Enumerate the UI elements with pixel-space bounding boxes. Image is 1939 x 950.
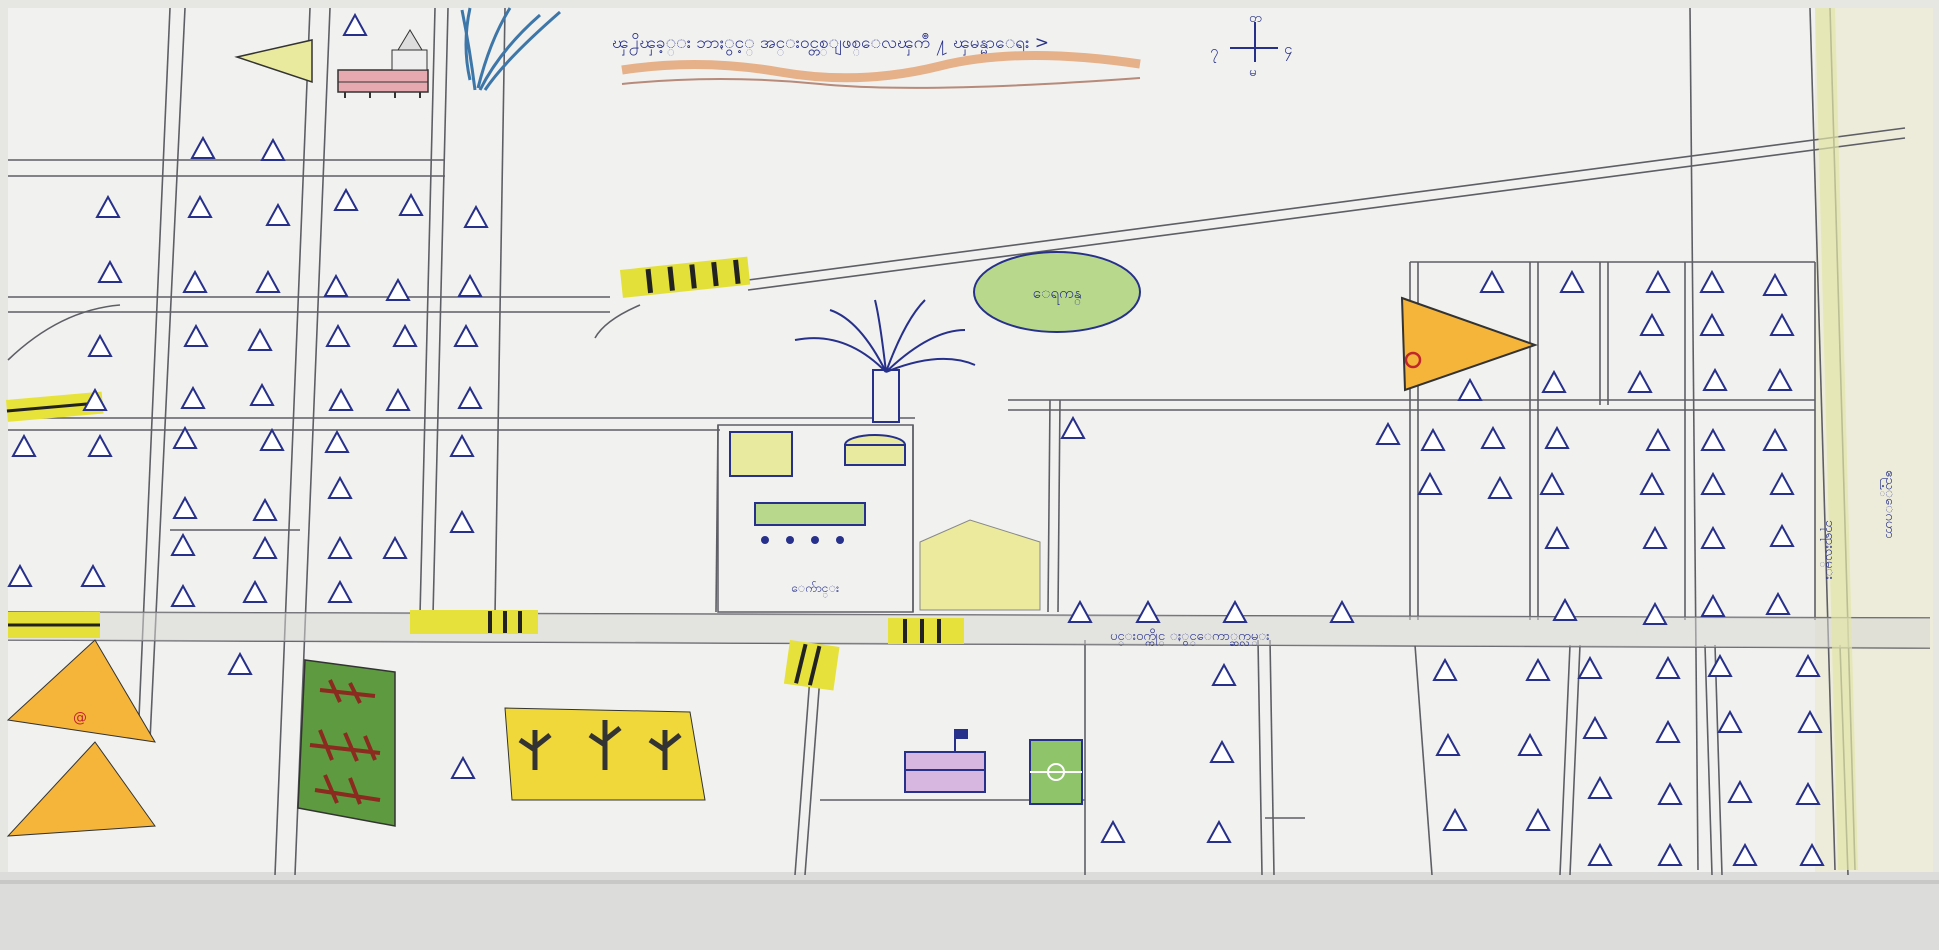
bridge-5 xyxy=(888,618,964,644)
compass-south: မ xyxy=(1249,65,1256,80)
yellow-building xyxy=(919,519,1041,611)
bridge-4 xyxy=(410,610,538,634)
paper-fold-bottom xyxy=(0,872,1939,950)
bamboo-icon xyxy=(460,7,561,91)
palm-tree-icon xyxy=(794,299,976,423)
paper-fold-line xyxy=(0,880,1939,884)
monastery-label: ေက်ာင္း xyxy=(791,580,839,598)
football-field-icon xyxy=(1029,739,1083,805)
pond-label: ေရကန္ xyxy=(1033,284,1082,305)
compass-north: တ xyxy=(1249,11,1262,26)
orange-flag-marker xyxy=(1400,296,1539,392)
east-road-label: ဘုရားလမ္း xyxy=(1820,520,1837,580)
map-title: ၾ႕ိၾခ့္း ဘာႏွင့္ အင္းဝင္တစ္ျဖစ္ေလၾကဳ ႔ ၾ… xyxy=(612,33,1049,56)
orange-triangle-label: @ xyxy=(73,710,87,726)
plantation-icon xyxy=(504,707,706,801)
school-icon xyxy=(904,729,986,793)
orange-triangle-2 xyxy=(6,741,156,837)
east-road-surface xyxy=(1815,8,1858,870)
monastery-compound xyxy=(717,424,914,613)
monastery-building-icon xyxy=(729,431,906,544)
orange-triangle-1 xyxy=(6,639,156,743)
main-road-label: ပင္းဝက္ကိုင္ ႏွင္ေကာ္ဆက္လမ္း xyxy=(1110,628,1270,646)
title-underline xyxy=(621,50,1141,83)
paper-sheet xyxy=(8,8,1933,878)
east-side-label: ဧည့္ေဂဟာ xyxy=(1880,470,1897,539)
pagoda-icon xyxy=(337,29,429,98)
compass-west: ၇ xyxy=(1210,42,1218,63)
compass-east: ၄ xyxy=(1284,40,1292,61)
compass-rose xyxy=(1230,22,1278,62)
bridge-1 xyxy=(620,256,751,298)
forest-icon xyxy=(297,659,396,827)
bridge-markers xyxy=(6,256,964,691)
house-markers xyxy=(7,12,1825,866)
pond xyxy=(973,251,1141,333)
flag-marker xyxy=(234,39,313,84)
bridge-6 xyxy=(783,640,840,691)
